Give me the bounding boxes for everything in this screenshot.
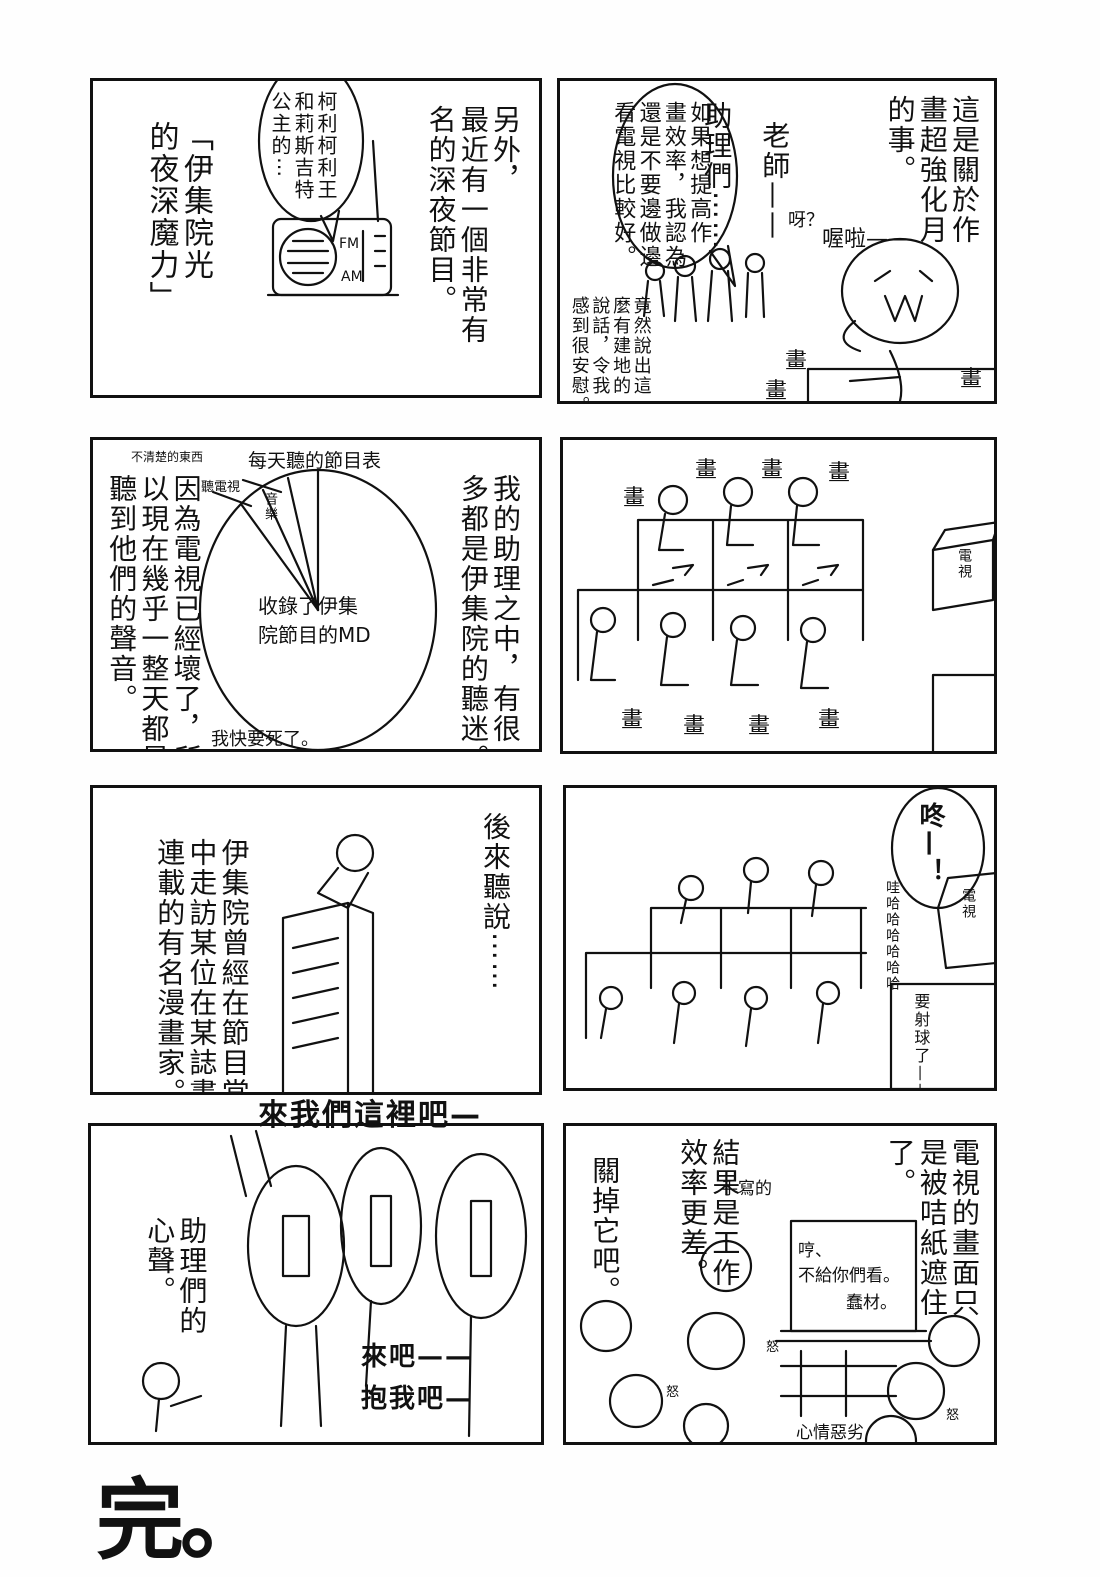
- p1-sfx-draw-1: 畫: [785, 349, 808, 374]
- p7-caption: 電視的畫面只 是被咭紙遮住 了。: [883, 1138, 981, 1318]
- pie-title: 每天聽的節目表: [248, 450, 382, 472]
- panel-8-art: [141, 1129, 528, 1438]
- ending-mark: 完。: [96, 1469, 268, 1572]
- pie-label-music: 音樂: [261, 492, 277, 522]
- p7-mood: 心情惡劣: [796, 1423, 864, 1443]
- p7-result: 結果是工作 效率更差。: [676, 1138, 742, 1288]
- p1-teacher-speech: 老師——: [758, 121, 792, 241]
- p1-narration: 竟然說出這 麼有建地的 說話，令我 感到很安慰。: [568, 296, 652, 404]
- p7-card-text-3: 蠢材。: [846, 1293, 897, 1313]
- p2-radio-bubble: 柯利柯利王 和莉斯吉特 公主的⋯: [268, 91, 338, 201]
- panel-7: 電視的畫面只 是被咭紙遮住 了。 手寫的 哼、 不給你們看。 蠢材。 結果是工作…: [563, 1123, 997, 1445]
- p3-draw-top-3: 畫: [761, 458, 784, 483]
- p1-sfx-draw-3: 畫: [960, 367, 983, 392]
- p3-tv-label: 電視: [956, 548, 973, 580]
- p7-sfx-angry-1: 怒: [766, 1340, 780, 1355]
- p4-caption: 我的助理之中，有很 多都是伊集院的聽迷。: [456, 474, 522, 752]
- p6-caption-2: 伊集院曾經在節目當 中走訪某位在某誌畫 連載的有名漫畫家。: [153, 838, 251, 1095]
- p8-narration: 助理們的 心聲。: [143, 1216, 209, 1336]
- p8-shout-top-overlay: 來我們這裡吧—: [258, 1098, 482, 1133]
- p3-draw-top-2: 畫: [695, 458, 718, 483]
- p4-footer: 我快要死了。: [211, 729, 319, 750]
- p7-sfx-angry-3: 怒: [946, 1408, 960, 1423]
- panel-2: 另外， 最近有一個非常有 名的深夜節目。 柯利柯利王 和莉斯吉特 公主的⋯ 「伊…: [90, 78, 542, 398]
- p5-tv-label: 電視: [960, 888, 977, 920]
- panel-4-pie: [198, 468, 438, 749]
- panel-5-art: [584, 788, 994, 1088]
- p1-caption: 這是關於作 畫超強化月 的事。: [883, 95, 981, 245]
- p3-draw-bottom-4: 畫: [818, 708, 841, 733]
- pie-label-tv: 聽電視: [201, 480, 241, 495]
- pie-label-unknown: 不清楚的東西: [131, 450, 204, 464]
- p3-draw-bottom-3: 畫: [748, 714, 771, 739]
- p2-radio-am: AM: [341, 269, 363, 285]
- p7-sfx-angry-2: 怒: [666, 1385, 680, 1400]
- p6-caption-1: 後來聽說⋯⋯: [479, 812, 512, 992]
- p2-caption: 另外， 最近有一個非常有 名的深夜節目。: [424, 105, 522, 345]
- p1-sfx-draw-2: 畫: [765, 379, 788, 404]
- panel-7-art: [579, 1219, 981, 1442]
- p8-shout-bottom-1: 來吧——: [361, 1342, 474, 1372]
- pie-label-main: 收錄了伊集 院節目的MD: [258, 594, 371, 647]
- p2-radio-fm: FM: [339, 236, 360, 252]
- p7-note-label: 手寫的: [721, 1179, 772, 1199]
- panel-6-building: [281, 833, 375, 1092]
- p2-title: 「伊集院光 的夜深魔力」: [143, 121, 214, 313]
- p3-draw-top-1: 畫: [623, 486, 646, 511]
- panel-3-art: [576, 476, 994, 751]
- panel-2-art: [257, 81, 400, 297]
- p8-shout-bottom-2: 抱我吧—: [361, 1384, 474, 1414]
- p3-draw-bottom-2: 畫: [683, 714, 706, 739]
- p1-sfx-gulp: 喔啦——: [822, 227, 911, 252]
- panel-1-art: [611, 82, 994, 401]
- panel-6: 後來聽說⋯⋯ 伊集院曾經在節目當 中走訪某位在某誌畫 連載的有名漫畫家。: [90, 785, 542, 1095]
- p4-narration: 因為電視已經壞了，所 以現在幾乎一整天都是 聽到他們的聲音。: [105, 474, 203, 752]
- p1-sfx-huh: 呀？: [788, 210, 824, 231]
- panel-5: 咚—！ 哇哈哈哈哈哈哈 電視 要射球了——: [563, 785, 997, 1091]
- p1-assistants-speech: 助理們⋯⋯: [700, 101, 734, 251]
- panel-8: 來我們這裡吧— 助理們的 心聲。 來吧—— 抱我吧—: [88, 1123, 544, 1445]
- p7-card-text-1: 哼、: [798, 1241, 832, 1261]
- p3-draw-top-4: 畫: [828, 461, 851, 486]
- panel-4: 每天聽的節目表 不清楚的東西 聽電視 音樂 收錄了伊集 院節目的MD 我的助理之…: [90, 437, 542, 752]
- p3-draw-bottom-1: 畫: [621, 708, 644, 733]
- p5-sfx-wah: 哇哈哈哈哈哈哈: [884, 880, 901, 992]
- p7-card-text-2: 不給你們看。: [798, 1266, 900, 1286]
- p7-speech: 關掉它吧。: [588, 1156, 622, 1306]
- panel-3: 畫 畫 畫 畫 畫 畫 畫 畫 電視: [560, 437, 997, 754]
- p5-speech-goal: 要射球了——: [911, 993, 931, 1091]
- panel-1: 這是關於作 畫超強化月 的事。 老師—— 喔啦—— 呀？ 助理們⋯⋯ 如果想提高…: [557, 78, 997, 404]
- p1-bubble-text: 如果想提高作 畫效率，我認為 還是不要邊做邊 看電視比較好。: [610, 101, 712, 269]
- p5-sfx-bang: 咚—！: [915, 802, 945, 886]
